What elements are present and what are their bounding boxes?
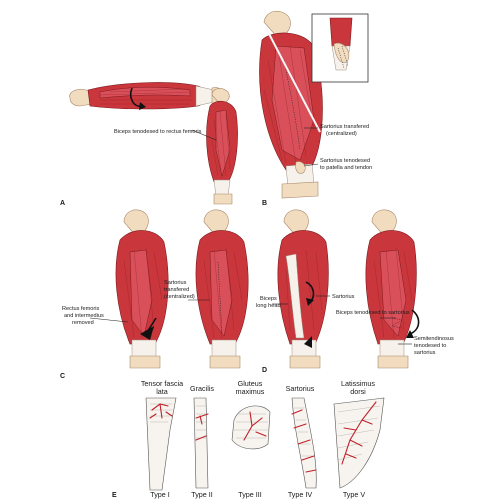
panel-d-biceps-label-2: long head [256,303,281,309]
panel-c-rectus-label-1: Rectus femoris [62,306,100,312]
panel-d-semi-label-3: sartorius [414,350,436,356]
muscle-1-name-2: lata [156,387,168,396]
panel-b-leader-2 [303,163,319,167]
muscle-type-4: Sartorius Type IV [286,384,317,499]
muscle-3-name-1: Gluteus [238,379,263,388]
muscle-3-type: Type III [238,490,262,499]
panel-d-semi-label-1: Semitendinosus [414,336,454,342]
muscle-1-name-1: Tensor fascia [141,379,183,388]
muscle-type-1: Tensor fascia lata Type I [141,379,183,499]
panel-d-thigh-2 [365,209,420,369]
panel-b-transfer-label-2: (centralized) [326,131,357,137]
panel-a-leader [191,129,217,141]
panel-a-lying-thigh [69,82,225,110]
panel-c-sartorius-label-3: (centralized) [164,294,195,300]
panel-a-letter: A [60,200,65,207]
panel-c-leader-1 [89,317,129,323]
panel-d-semi-label-2: tenodesed to [414,343,446,349]
panel-a-biceps-label: Biceps tenodesed to rectus femoris [114,129,202,135]
panel-b-letter: B [262,200,267,207]
muscle-type-3: Gluteus maximus Type III [231,379,271,499]
panel-a: Biceps tenodesed to rectus femoris A [60,82,238,207]
panel-c: Rectus femoris and intermedius removed S… [60,209,249,380]
muscle-5-name-1: Latissimus [341,379,375,388]
panel-a-standing-thigh [206,88,238,205]
panel-e-letter: E [112,492,117,499]
muscle-4-name-1: Sartorius [286,384,315,393]
panel-c-rectus-label-3: removed [72,320,94,326]
panel-b-thigh [259,10,323,199]
muscle-type-2: Gracilis Type II [190,384,214,499]
panel-d-biceps-tenodesed-label: Biceps tenodesed to sartorius [336,310,410,316]
panel-d-thigh-1 [277,209,329,369]
muscle-type-5: Latissimus dorsi Type V [333,379,385,499]
panel-d: Sartorius Biceps long head Biceps tenode… [256,209,454,374]
panel-b: Sartorius transfered (centralized) Sarto… [259,10,372,207]
panel-b-transfer-label-1: Sartorius transfered [320,124,369,130]
panel-b-inset [311,13,369,83]
panel-c-thigh-1 [115,209,169,369]
panel-c-sartorius-label-2: transfered [164,287,189,293]
panel-c-letter: C [60,373,65,380]
panel-c-sartorius-label-1: Sartorius [164,280,187,286]
panel-b-tenodesed-label-2: to patella and tendon [320,165,372,171]
panel-c-thigh-2 [195,209,249,369]
panel-c-rectus-label-2: and intermedius [64,313,104,319]
muscle-2-type: Type II [191,490,213,499]
muscle-5-type: Type V [343,490,366,499]
panel-d-biceps-label-1: Biceps [260,296,277,302]
muscle-2-name-1: Gracilis [190,384,214,393]
muscle-3-name-2: maximus [236,387,265,396]
panel-b-tenodesed-label-1: Sartorius tenodesed [320,158,370,164]
panel-d-letter: D [262,367,267,374]
muscle-4-type: Type IV [288,490,313,499]
muscle-1-type: Type I [150,490,170,499]
panel-d-sartorius-label: Sartorius [332,294,355,300]
muscle-5-name-2: dorsi [350,387,366,396]
panel-e: Tensor fascia lata Type I Gracilis Type … [112,379,385,499]
